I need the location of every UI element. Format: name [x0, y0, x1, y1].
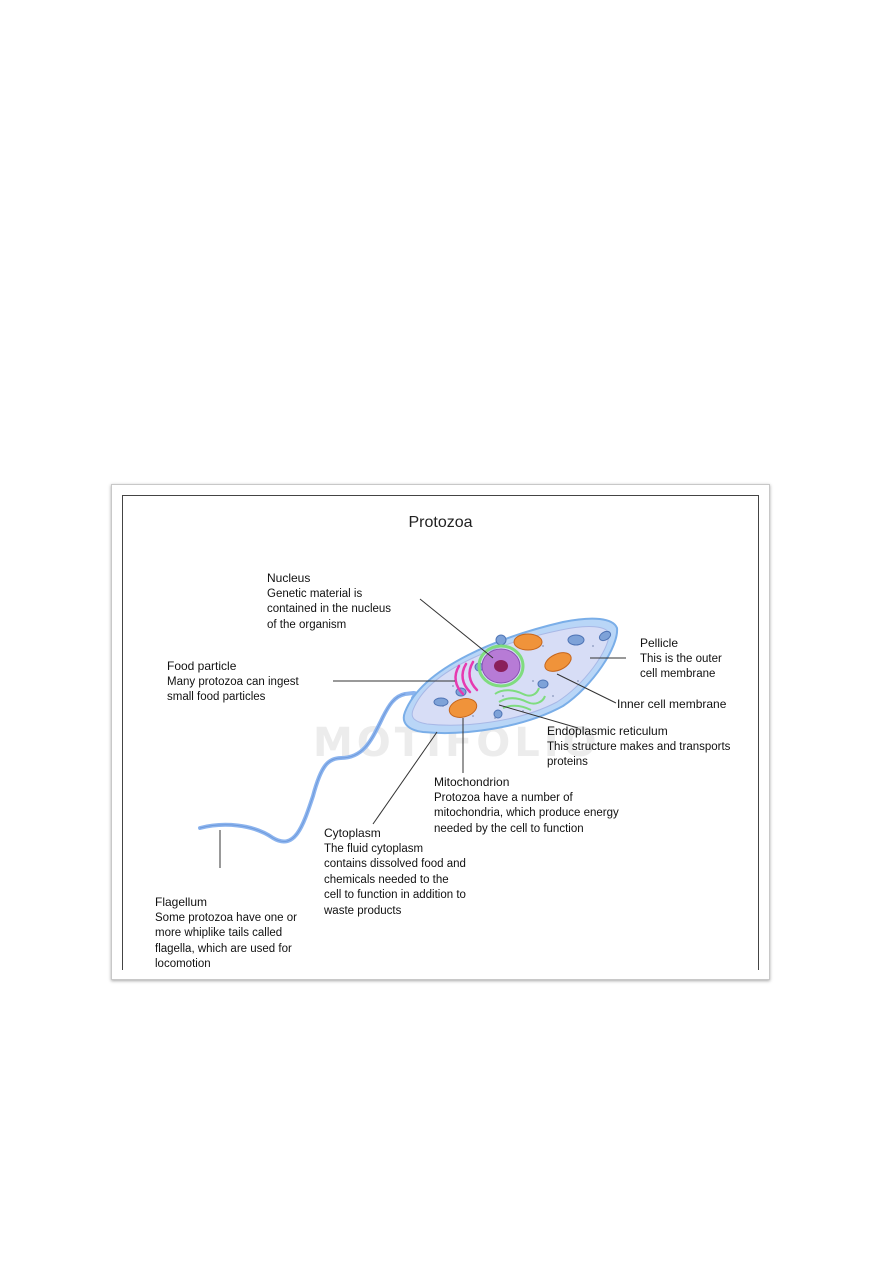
- label-er-name: Endoplasmic reticulum: [547, 724, 668, 738]
- label-pellicle-desc-1: This is the outer: [640, 652, 722, 665]
- nucleus-envelope: [477, 644, 525, 688]
- label-food-particle-desc-2: small food particles: [167, 691, 266, 703]
- protozoa-diagram: [198, 598, 626, 868]
- label-nucleus-name: Nucleus: [267, 571, 311, 585]
- label-flagellum-desc-4: locomotion: [155, 958, 211, 970]
- label-cytoplasm-desc-5: waste products: [324, 904, 402, 917]
- label-mitochondrion-desc-3: needed by the cell to function: [434, 822, 584, 835]
- label-inner-membrane: Inner cell membrane: [617, 697, 726, 713]
- label-flagellum-desc-2: more whiplike tails called: [155, 927, 283, 939]
- label-flagellum-name: Flagellum: [155, 895, 208, 909]
- label-flagellum: Flagellum Some protozoa have one or more…: [155, 895, 297, 970]
- label-mitochondrion-desc-2: mitochondria, which produce energy: [434, 807, 619, 819]
- label-food-particle-desc-1: Many protozoa can ingest: [167, 675, 299, 688]
- label-nucleus: Nucleus Genetic material is contained in…: [267, 571, 391, 633]
- label-cytoplasm-name: Cytoplasm: [324, 826, 381, 840]
- label-nucleus-desc-3: of the organism: [267, 618, 347, 631]
- nucleolus: [494, 660, 508, 672]
- golgi-apparatus: [454, 660, 479, 696]
- label-er-desc-1: This structure makes and transports: [547, 740, 731, 753]
- mitochondria: [448, 633, 572, 718]
- leader-lines: [219, 598, 626, 868]
- label-flagellum-desc-1: Some protozoa have one or: [155, 911, 297, 924]
- label-er-desc-2: proteins: [547, 756, 588, 768]
- label-cytoplasm-desc-1: The fluid cytoplasm: [324, 842, 424, 855]
- label-nucleus-desc-1: Genetic material is: [267, 587, 363, 600]
- label-cytoplasm-desc-3: chemicals needed to the: [324, 873, 449, 886]
- label-food-particle: Food particle Many protozoa can ingest s…: [167, 659, 299, 706]
- label-er: Endoplasmic reticulum This structure mak…: [547, 724, 730, 771]
- label-cytoplasm-desc-4: cell to function in addition to: [324, 889, 466, 901]
- label-cytoplasm-desc-2: contains dissolved food and: [324, 858, 466, 870]
- figure-frame: MOTIFOLIO: [122, 495, 759, 970]
- vesicles: [433, 630, 612, 719]
- flagellum: [198, 690, 418, 844]
- label-pellicle-desc-2: cell membrane: [640, 668, 716, 680]
- protozoa-figure: MOTIFOLIO: [111, 484, 770, 980]
- figure-title: Protozoa: [408, 514, 473, 531]
- label-nucleus-desc-2: contained in the nucleus: [267, 603, 392, 615]
- label-flagellum-desc-3: flagella, which are used for: [155, 942, 292, 955]
- label-inner-membrane-name: Inner cell membrane: [617, 697, 727, 711]
- label-pellicle-name: Pellicle: [640, 636, 679, 650]
- label-mitochondrion-desc-1: Protozoa have a number of: [434, 791, 573, 804]
- label-mitochondrion: Mitochondrion Protozoa have a number of …: [434, 775, 619, 837]
- label-mitochondrion-name: Mitochondrion: [434, 775, 510, 789]
- flagellum-highlight: [199, 693, 406, 842]
- label-cytoplasm: Cytoplasm The fluid cytoplasm contains d…: [324, 826, 466, 919]
- label-food-particle-name: Food particle: [167, 659, 237, 673]
- label-pellicle: Pellicle This is the outer cell membrane: [640, 636, 722, 683]
